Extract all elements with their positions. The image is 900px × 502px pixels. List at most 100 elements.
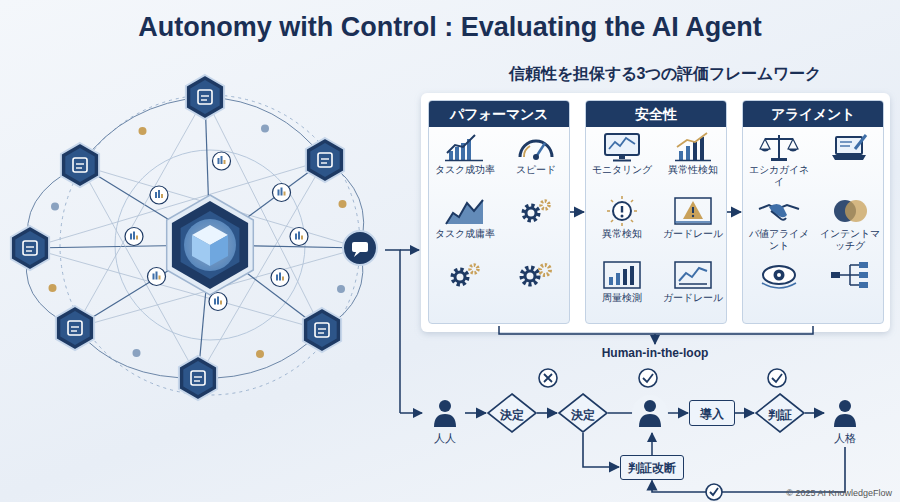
bracket-line (385, 250, 400, 413)
status-check (706, 484, 722, 500)
metric-label: モニタリング (586, 163, 657, 176)
metric-item: 異常性検知 (657, 131, 728, 176)
metric-label: バ値アライメント (743, 227, 814, 251)
item-icon (671, 131, 715, 163)
item-icon (443, 195, 487, 227)
panel-heading: 安全性 (586, 101, 726, 127)
agent-network (11, 75, 377, 400)
item-icon (757, 131, 801, 163)
metric-item: スピード (500, 131, 571, 176)
item-icon (600, 259, 644, 291)
panel-heading: アライメント (743, 101, 883, 127)
decision-diamond: 決定 (558, 393, 608, 433)
framework-panel: パフォーマンスタスク成功率スピードタスク成庸率 (428, 100, 570, 324)
person-icon (830, 398, 860, 428)
flow-connector (583, 433, 619, 467)
metric-item: インテントマッチグ (814, 195, 885, 251)
metric-item: タスク成庸率 (429, 195, 500, 240)
status-check (768, 369, 786, 387)
metric-label: 異常性検知 (657, 163, 728, 176)
panel-heading: パフォーマンス (429, 101, 569, 127)
metric-item: 異常検知 (586, 195, 657, 240)
flow-connector (537, 412, 557, 414)
title: Autonomy with Control : Evaluating the A… (0, 12, 900, 43)
metric-item: ガードレール (657, 259, 728, 304)
person-node: 人格 (825, 398, 865, 445)
item-icon (828, 131, 872, 163)
item-icon (671, 195, 715, 227)
metric-item: エシカガイネイ (743, 131, 814, 187)
flow-connector (805, 412, 824, 414)
metric-label: 周量検測 (586, 291, 657, 304)
metric-item: タスク成功率 (429, 131, 500, 176)
item-icon (757, 195, 801, 227)
metric-label: 異常検知 (586, 227, 657, 240)
item-icon (443, 259, 487, 291)
item-icon (600, 195, 644, 227)
bracket-arrow (400, 412, 422, 414)
person-label: 人人 (434, 431, 456, 446)
item-icon (443, 131, 487, 163)
merge-line (499, 326, 813, 334)
step-label: 導入 (700, 406, 724, 423)
merge-arrow (654, 334, 656, 344)
item-icon (828, 195, 872, 227)
metric-label: タスク成功率 (429, 163, 500, 176)
metric-label: インテントマッチグ (814, 227, 885, 251)
flow-connector (570, 211, 584, 213)
text-holder: 決定 (558, 393, 608, 424)
status-check (639, 369, 657, 387)
metric-item: ガードレール (657, 195, 728, 240)
item-icon (671, 259, 715, 291)
process-box: 判証改断 (620, 455, 684, 480)
icon-cell (743, 259, 814, 291)
item-icon (757, 259, 801, 291)
icon-cell (500, 259, 571, 291)
framework-panel: アライメントエシカガイネイバ値アライメントインテントマッチグ (742, 100, 884, 324)
decision-diamond: 判証 (755, 393, 805, 433)
metric-label: エシカガイネイ (743, 163, 814, 187)
item-icon (600, 131, 644, 163)
metric-label: ガードレール (657, 291, 728, 304)
text-holder: 決定 (487, 393, 537, 424)
icon-cell (500, 195, 571, 227)
item-icon (514, 131, 558, 163)
flow-connector (465, 412, 486, 414)
framework-panel: 安全性モニタリング異常性検知異常検知ガードレール周量検測ガードレール (585, 100, 727, 324)
loop-label: Human-in-the-loop (595, 346, 715, 360)
icon-cell (814, 259, 885, 291)
metric-item: 周量検測 (586, 259, 657, 304)
item-icon (514, 259, 558, 291)
icon-cell (429, 259, 500, 291)
metric-item: モニタリング (586, 131, 657, 176)
person-icon (639, 400, 661, 427)
subtitle: 信頼性を担保する3つの評価フレームワーク (455, 64, 875, 85)
panel-card (421, 93, 890, 332)
person-icon (430, 398, 460, 428)
text-holder: 判証改断 (621, 456, 683, 478)
metric-label: ガードレール (657, 227, 728, 240)
icon-cell (814, 131, 885, 163)
item-icon (514, 195, 558, 227)
person-label: 人格 (834, 431, 856, 446)
text-holder: 導入 (690, 401, 734, 423)
step-label: 決定 (571, 407, 595, 424)
flow-connector (735, 412, 754, 414)
person-figure (825, 398, 865, 428)
decision-diamond: 決定 (487, 393, 537, 433)
person-node: 人人 (425, 398, 465, 445)
bracket-arrow (400, 249, 419, 251)
feedback-arrow (651, 433, 653, 455)
text-holder: 判証 (755, 393, 805, 424)
text-holder: 人人 (425, 428, 465, 446)
text-holder: 人格 (825, 428, 865, 446)
step-label: 判証 (768, 407, 792, 424)
person-patch (632, 395, 668, 431)
metric-item: バ値アライメント (743, 195, 814, 251)
metric-label: タスク成庸率 (429, 227, 500, 240)
flow-connector (727, 211, 741, 213)
person-figure (425, 398, 465, 428)
status-x (539, 369, 557, 387)
step-label: 決定 (500, 407, 524, 424)
